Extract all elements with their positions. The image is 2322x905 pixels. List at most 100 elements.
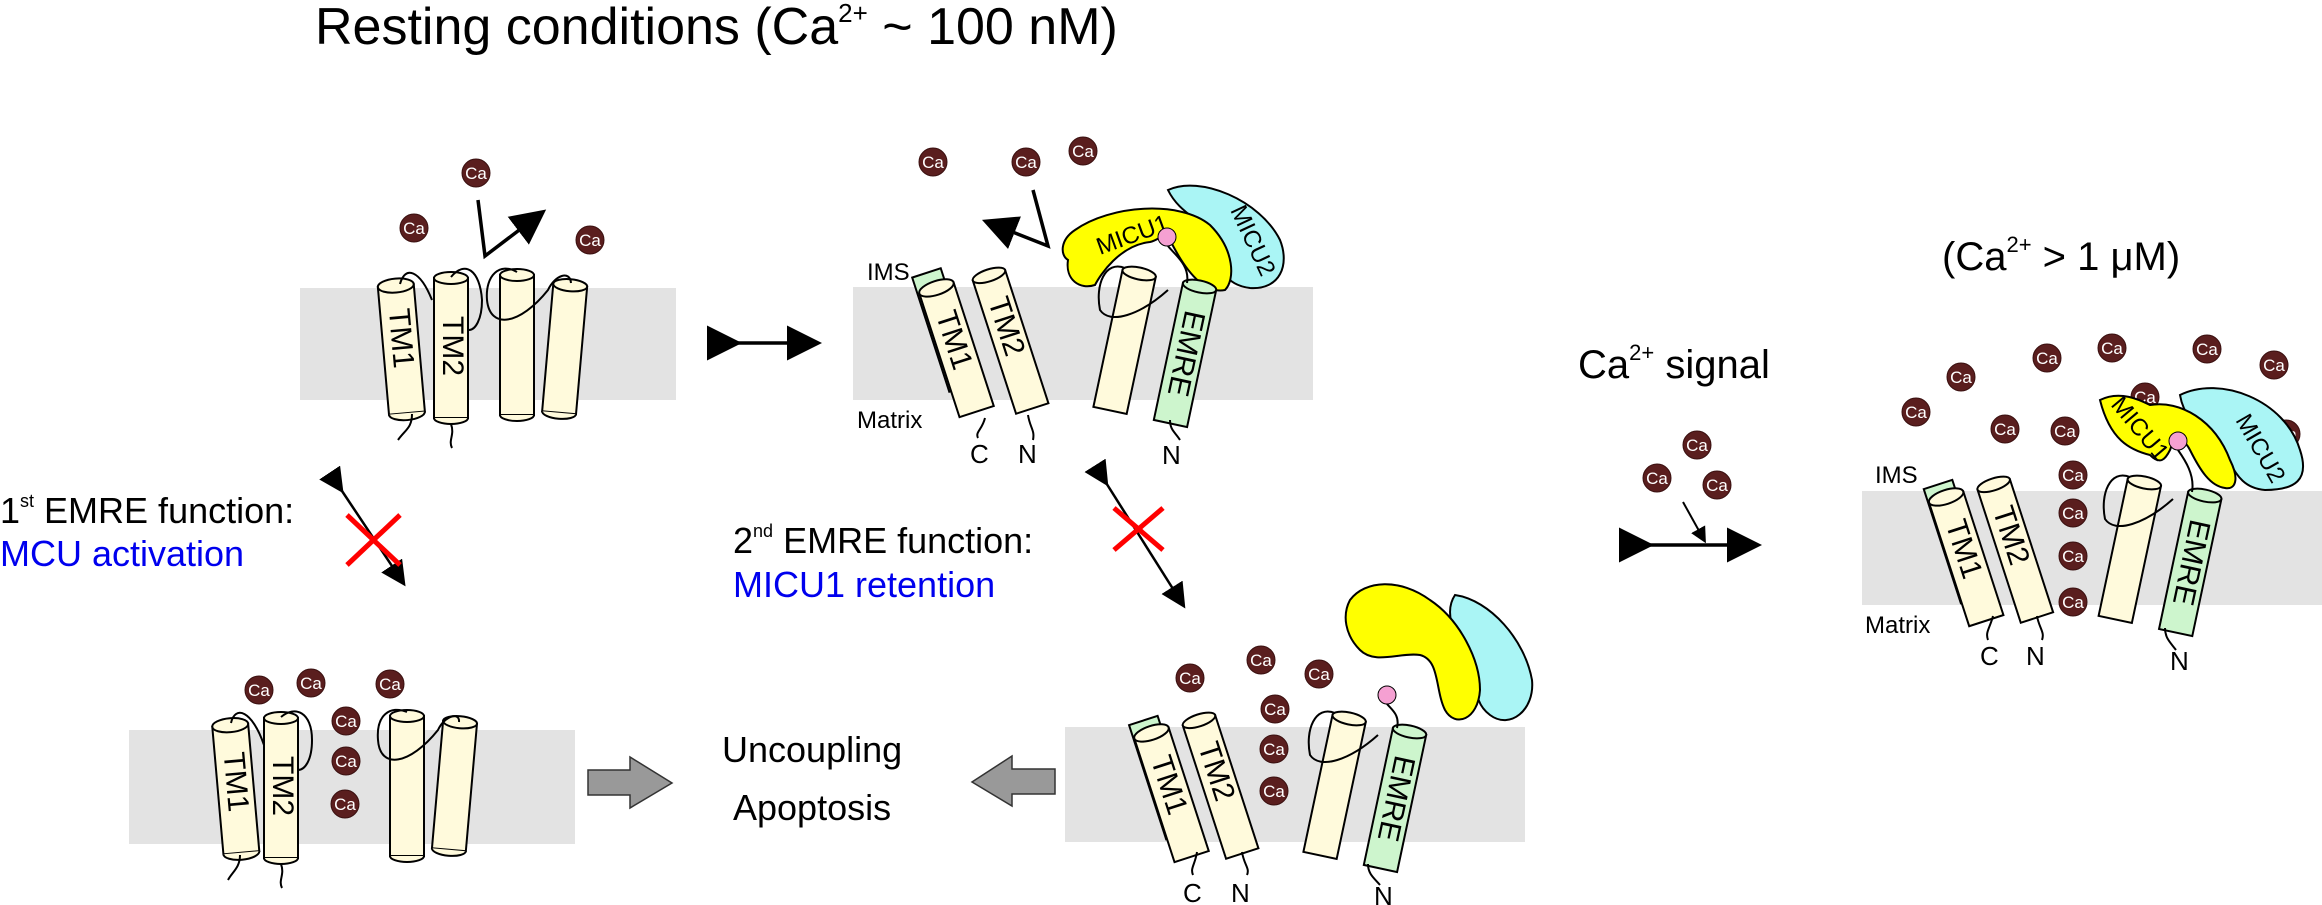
helix — [430, 715, 479, 857]
svg-text:Ca: Ca — [2062, 593, 2084, 612]
svg-text:Ca: Ca — [579, 231, 601, 250]
svg-text:TM1: TM1 — [382, 307, 420, 370]
resting-title: Resting conditions (Ca2+ ~ 100 nM) — [315, 0, 1118, 56]
charge-site — [2168, 431, 2188, 451]
c-terminus: C — [1980, 641, 1999, 671]
calcium-ion: Ca — [2032, 343, 2062, 373]
n-terminus: N — [2026, 641, 2045, 671]
calcium-ion: Ca — [2097, 333, 2127, 363]
svg-text:Ca: Ca — [2054, 422, 2076, 441]
svg-text:Ca: Ca — [1994, 420, 2016, 439]
membrane — [129, 730, 575, 844]
svg-text:Ca: Ca — [2036, 349, 2058, 368]
n-terminus: N — [1162, 440, 1181, 470]
calcium-ion: Ca — [1642, 463, 1672, 493]
block-arrow-right — [587, 755, 674, 810]
svg-text:Ca: Ca — [2101, 339, 2123, 358]
ims-label: IMS — [867, 259, 910, 286]
svg-text:Ca: Ca — [335, 712, 357, 731]
calcium-ion: Ca — [1702, 470, 1732, 500]
helix-tm2: TM2 — [971, 266, 1050, 415]
micu1 — [1344, 583, 1482, 721]
matrix-label: Matrix — [1865, 612, 1930, 639]
svg-text:Ca: Ca — [1250, 651, 1272, 670]
blocked-transition-arrow — [319, 465, 406, 587]
n-terminus: N — [1018, 439, 1037, 469]
signal-label: Ca2+ signal — [1578, 340, 1770, 387]
n-terminus: N — [2170, 646, 2189, 676]
svg-text:Ca: Ca — [2062, 504, 2084, 523]
helix — [1302, 710, 1367, 861]
signal-input-arrow — [1682, 501, 1706, 544]
svg-text:TM2: TM2 — [266, 756, 299, 816]
loop — [399, 267, 572, 331]
helix-tm2: TM2 — [263, 711, 299, 865]
svg-text:Ca: Ca — [300, 674, 322, 693]
second-emre-function: 2nd EMRE function: MICU1 retention — [733, 458, 1186, 609]
svg-text:Ca: Ca — [1308, 665, 1330, 684]
svg-text:Ca: Ca — [2062, 547, 2084, 566]
tail — [1191, 851, 1381, 886]
calcium-ion: Ca — [2058, 460, 2088, 490]
svg-text:Ca: Ca — [334, 795, 356, 814]
svg-text:Ca: Ca — [1905, 403, 1927, 422]
helix-tm1: TM1 — [376, 277, 426, 422]
helix — [499, 268, 535, 422]
second-function-role: MICU1 retention — [733, 564, 995, 605]
svg-text:Ca: Ca — [335, 752, 357, 771]
helix — [541, 278, 589, 420]
calcium-ion: Ca — [1068, 136, 1098, 166]
calcium-ion: Ca — [1175, 663, 1205, 693]
charge-site — [1377, 685, 1397, 705]
helix-emre: EMRE — [1362, 723, 1428, 874]
block-arrow-left — [970, 754, 1056, 808]
svg-text:Ca: Ca — [379, 675, 401, 694]
svg-text:Ca: Ca — [465, 164, 487, 183]
helix-emre: EMRE — [2157, 487, 2223, 638]
calcium-ion: Ca — [2058, 541, 2088, 571]
first-emre-function: 1st EMRE function: MCU activation — [0, 465, 406, 587]
membrane — [1065, 727, 1525, 842]
charge-site — [1157, 227, 1177, 247]
c-terminus: C — [970, 439, 989, 469]
block-x-icon — [345, 513, 402, 567]
svg-text:Ca: Ca — [403, 219, 425, 238]
tail — [397, 413, 454, 449]
calcium-ion: Ca — [461, 158, 491, 188]
svg-text:Ca: Ca — [1646, 469, 1668, 488]
calcium-ion: Ca — [1259, 734, 1289, 764]
loop — [1307, 703, 1399, 764]
second-function-label: 2nd EMRE function: — [733, 520, 1033, 561]
calcium-ion: Ca — [330, 789, 360, 819]
n-terminus: N — [1231, 878, 1250, 905]
svg-text:Ca: Ca — [2196, 340, 2218, 359]
panel-high-calcium: (Ca2+ > 1 μM) IMS Matrix Ca Ca Ca Ca Ca … — [1862, 232, 2322, 676]
micu1 — [2098, 394, 2237, 490]
calcium-ion: Ca — [1946, 362, 1976, 392]
matrix-label: Matrix — [857, 407, 922, 434]
svg-text:Ca: Ca — [1072, 142, 1094, 161]
calcium-ion: Ca — [2259, 350, 2289, 380]
calcium-ion: Ca — [1259, 776, 1289, 806]
calcium-ion: Ca — [1682, 430, 1712, 460]
svg-text:Ca: Ca — [1706, 476, 1728, 495]
svg-text:Ca: Ca — [1263, 782, 1285, 801]
tail — [1986, 615, 2177, 651]
calcium-ion: Ca — [1304, 659, 1334, 689]
n-terminus: N — [1374, 881, 1393, 905]
helix — [1092, 265, 1157, 416]
panel-resting-no-emre: Ca Ca Ca TM1 TM2 — [300, 158, 676, 449]
calcium-ion: Ca — [575, 225, 605, 255]
blocked-transition-arrow — [1084, 458, 1186, 609]
calcium-ion: Ca — [331, 746, 361, 776]
panel-no-micu1-retention: Ca Ca Ca Ca Ca Ca TM1 TM2 EMRE — [1065, 583, 1534, 905]
deflect-arrow — [476, 199, 547, 260]
svg-text:Ca: Ca — [922, 153, 944, 172]
calcium-ion: Ca — [296, 668, 326, 698]
svg-text:Ca: Ca — [2062, 466, 2084, 485]
calcium-ion: Ca — [2058, 498, 2088, 528]
panel-no-emre-leak: Ca Ca Ca Ca Ca Ca TM1 TM2 — [129, 668, 575, 889]
calcium-ion: Ca — [918, 147, 948, 177]
svg-text:Ca: Ca — [1264, 700, 1286, 719]
